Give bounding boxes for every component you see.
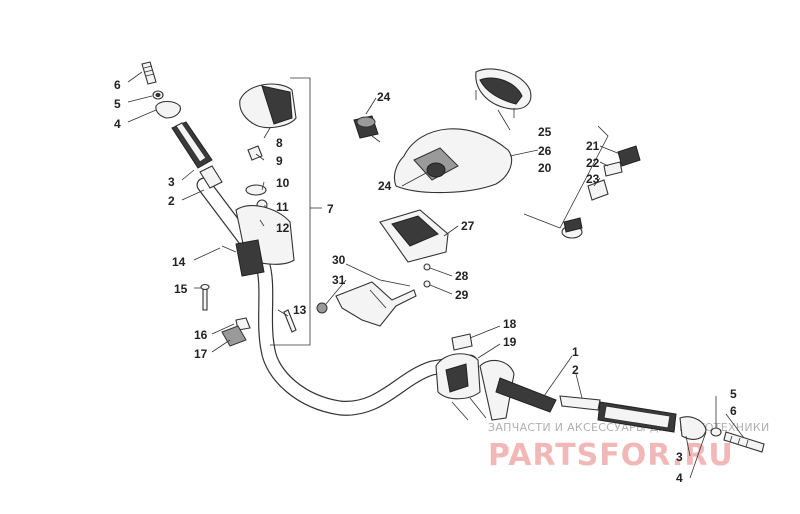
callout-c11: 11 bbox=[276, 200, 289, 214]
callout-c15: 15 bbox=[174, 282, 188, 296]
callout-c24b: 24 bbox=[378, 179, 392, 193]
label-18 bbox=[451, 333, 473, 351]
callout-c3a: 3 bbox=[168, 175, 175, 189]
cap-21 bbox=[617, 145, 641, 167]
screw-28 bbox=[423, 263, 431, 271]
callout-c27: 27 bbox=[461, 219, 475, 233]
callout-c5b: 5 bbox=[730, 387, 737, 401]
screw-15 bbox=[202, 287, 208, 311]
tube-1-right bbox=[495, 377, 557, 413]
bracket-7-lines bbox=[270, 77, 322, 346]
callout-c10: 10 bbox=[276, 176, 290, 190]
callout-c23: 23 bbox=[586, 172, 600, 186]
callout-c29: 29 bbox=[455, 288, 469, 302]
bar-end-4-right bbox=[679, 416, 707, 440]
callout-c24a: 24 bbox=[377, 90, 391, 104]
callout-c9: 9 bbox=[276, 154, 283, 168]
callout-c2a: 2 bbox=[168, 194, 175, 208]
instrument-pod bbox=[353, 68, 532, 288]
callout-c4a: 4 bbox=[114, 117, 121, 131]
callout-labels: 6543289101112713141516172424252620212223… bbox=[114, 78, 737, 485]
callout-c2b: 2 bbox=[572, 363, 579, 377]
throttle-tube-2-left bbox=[199, 165, 223, 189]
callout-c22: 22 bbox=[586, 156, 600, 170]
right-controls bbox=[435, 333, 765, 453]
callout-c25: 25 bbox=[538, 125, 552, 139]
callout-c17: 17 bbox=[194, 347, 208, 361]
plug-24-lower bbox=[426, 162, 446, 178]
callout-c12: 12 bbox=[276, 221, 290, 235]
callout-c14: 14 bbox=[172, 255, 186, 269]
keyswitch-group bbox=[523, 125, 641, 239]
callout-c5a: 5 bbox=[114, 97, 121, 111]
left-grip-assembly bbox=[141, 61, 223, 189]
callout-c26: 26 bbox=[538, 144, 552, 158]
mount-bracket bbox=[316, 279, 417, 327]
callout-c6b: 6 bbox=[730, 404, 737, 418]
switch-23 bbox=[587, 179, 609, 201]
bar-end-4-left bbox=[155, 100, 181, 119]
callout-c1: 1 bbox=[572, 345, 579, 359]
pin-14 bbox=[221, 245, 237, 253]
washer-5-right bbox=[710, 427, 722, 437]
tube-2-right bbox=[559, 395, 601, 411]
bolt-6-left bbox=[141, 61, 157, 85]
callout-c16: 16 bbox=[194, 328, 208, 342]
bolt-6-right bbox=[723, 431, 765, 453]
callout-c4b: 4 bbox=[676, 471, 683, 485]
callout-c30: 30 bbox=[332, 253, 346, 267]
callout-c13: 13 bbox=[293, 303, 307, 317]
leader-lines bbox=[127, 71, 745, 479]
callout-c28: 28 bbox=[455, 269, 469, 283]
callout-c7: 7 bbox=[327, 202, 334, 216]
left-housing-assembly bbox=[200, 83, 297, 347]
callout-c3b: 3 bbox=[676, 450, 683, 464]
callout-c8: 8 bbox=[276, 136, 283, 150]
grommet-31 bbox=[316, 302, 328, 314]
callout-c20: 20 bbox=[538, 161, 552, 175]
bracket-30 bbox=[335, 281, 417, 327]
clamp-10 bbox=[245, 184, 267, 196]
watermark-logo: PARTSFOR.RU bbox=[488, 438, 734, 473]
key-22 bbox=[603, 161, 623, 177]
callout-c31: 31 bbox=[332, 273, 346, 287]
screw-9 bbox=[247, 145, 263, 161]
watermark: ЗАПЧАСТИ И АКСЕССУАРЫ ДЛЯ МОТОТЕХНИКИ PA… bbox=[488, 421, 769, 473]
callout-c6a: 6 bbox=[114, 78, 121, 92]
screw-29 bbox=[423, 280, 431, 288]
callout-c19: 19 bbox=[503, 335, 517, 349]
handlebar-tube bbox=[196, 177, 478, 416]
callout-c21: 21 bbox=[586, 139, 600, 153]
callout-c18: 18 bbox=[503, 317, 517, 331]
